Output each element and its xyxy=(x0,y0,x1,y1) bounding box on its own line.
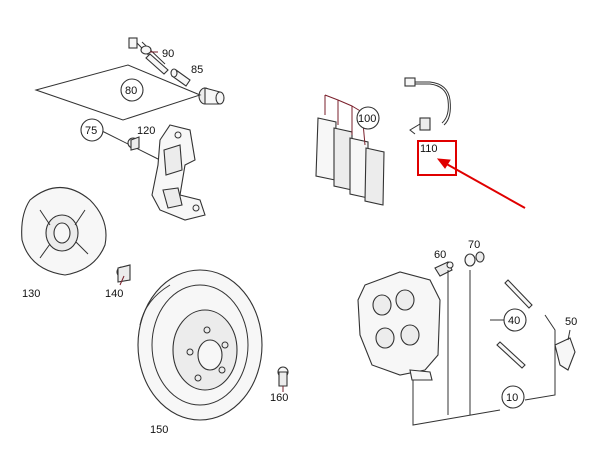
highlight-box-110 xyxy=(417,140,457,176)
part-160-screw[interactable] xyxy=(277,366,289,392)
label-60: 60 xyxy=(434,249,446,261)
bubble-100 xyxy=(356,106,380,130)
label-40: 40 xyxy=(508,315,520,327)
part-boot[interactable] xyxy=(198,87,225,105)
part-150-brake-disc[interactable] xyxy=(137,269,263,421)
part-130-dust-shield[interactable] xyxy=(21,187,107,276)
label-110: 110 xyxy=(420,143,438,155)
highlight-arrow xyxy=(436,158,526,209)
part-100-brake-pads[interactable] xyxy=(315,117,385,206)
part-120-bolt[interactable] xyxy=(127,136,140,151)
label-100: 100 xyxy=(358,113,376,125)
label-140: 140 xyxy=(105,288,123,300)
part-caliper-bracket[interactable] xyxy=(151,124,206,221)
part-caliper[interactable] xyxy=(357,271,441,381)
label-130: 130 xyxy=(22,288,40,300)
part-140-bolt[interactable] xyxy=(116,264,131,286)
label-120: 120 xyxy=(137,125,155,137)
bubble-75 xyxy=(80,118,104,142)
label-50: 50 xyxy=(565,316,577,328)
label-85: 85 xyxy=(191,64,203,76)
part-60-bleeder[interactable] xyxy=(434,261,454,277)
part-50-spring[interactable] xyxy=(554,337,576,371)
bubble-80 xyxy=(120,78,144,102)
part-70-cap[interactable] xyxy=(464,251,485,267)
part-85-bushing[interactable] xyxy=(170,68,191,87)
part-90-guide-bolt[interactable] xyxy=(128,37,169,75)
label-70: 70 xyxy=(468,239,480,251)
label-75: 75 xyxy=(85,125,97,137)
label-80: 80 xyxy=(125,85,137,97)
label-160: 160 xyxy=(270,392,288,404)
label-150: 150 xyxy=(150,424,168,436)
bubble-40 xyxy=(503,308,527,332)
part-pins[interactable] xyxy=(496,279,533,369)
part-110-wear-sensor[interactable] xyxy=(404,77,451,135)
label-10: 10 xyxy=(506,392,518,404)
bubble-10 xyxy=(501,385,525,409)
label-90: 90 xyxy=(162,48,174,60)
